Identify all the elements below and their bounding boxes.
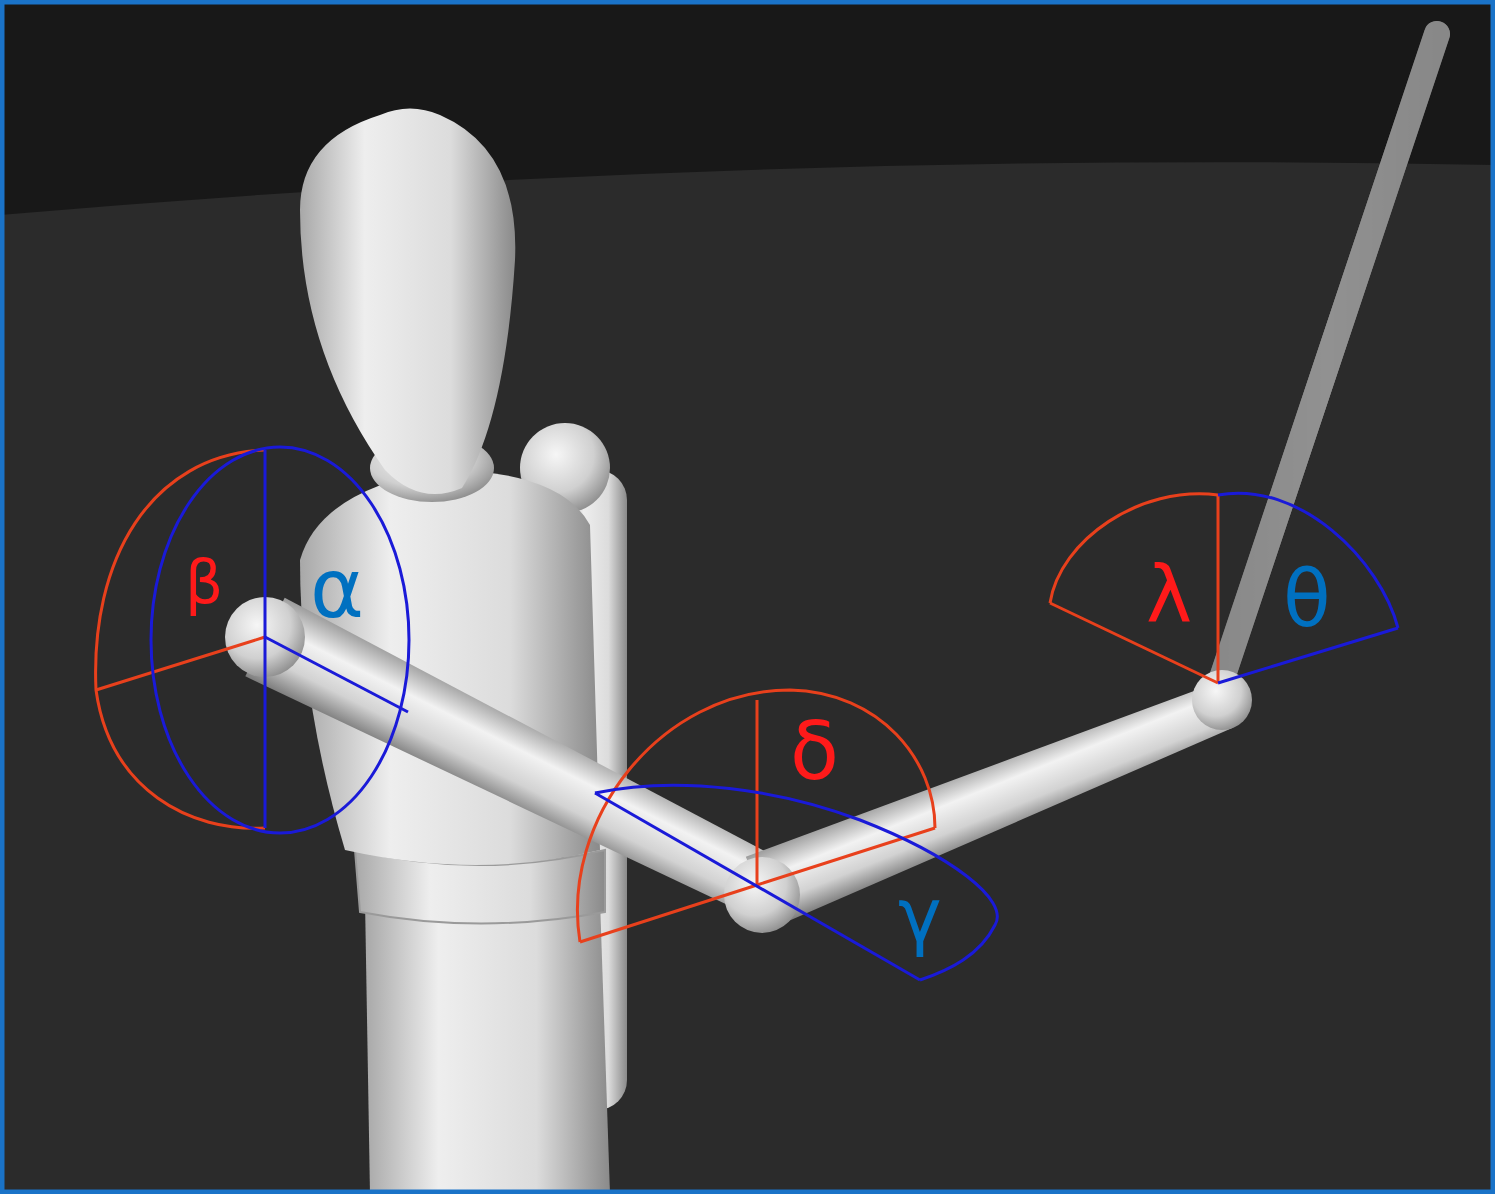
stick-body — [1218, 34, 1437, 690]
angle-label: β — [185, 552, 223, 612]
angle-label: α — [310, 548, 364, 630]
head — [300, 109, 515, 495]
angle-label: γ — [898, 878, 942, 952]
delta-arc — [577, 690, 935, 942]
hand — [1192, 670, 1252, 730]
lambda-axis — [1217, 495, 1220, 683]
elbow-joint — [724, 857, 800, 933]
lambda-arc — [1050, 494, 1218, 603]
lambda-line — [1050, 603, 1218, 683]
angle-label: θ — [1283, 560, 1331, 638]
wall — [0, 0, 1495, 215]
angle-label: δ — [790, 712, 839, 792]
delta-line — [580, 885, 757, 942]
gamma-line — [595, 793, 920, 980]
alpha-arc — [151, 447, 409, 833]
alpha-line — [265, 637, 408, 712]
stick — [1218, 34, 1437, 690]
forearm — [746, 670, 1238, 927]
gamma-arc — [595, 785, 997, 980]
upper-arm — [245, 598, 782, 926]
beta-line — [96, 637, 265, 690]
beta-arc — [96, 450, 265, 828]
legs — [365, 900, 610, 1194]
angle-label: λ — [1146, 556, 1192, 634]
delta-line — [757, 828, 935, 885]
